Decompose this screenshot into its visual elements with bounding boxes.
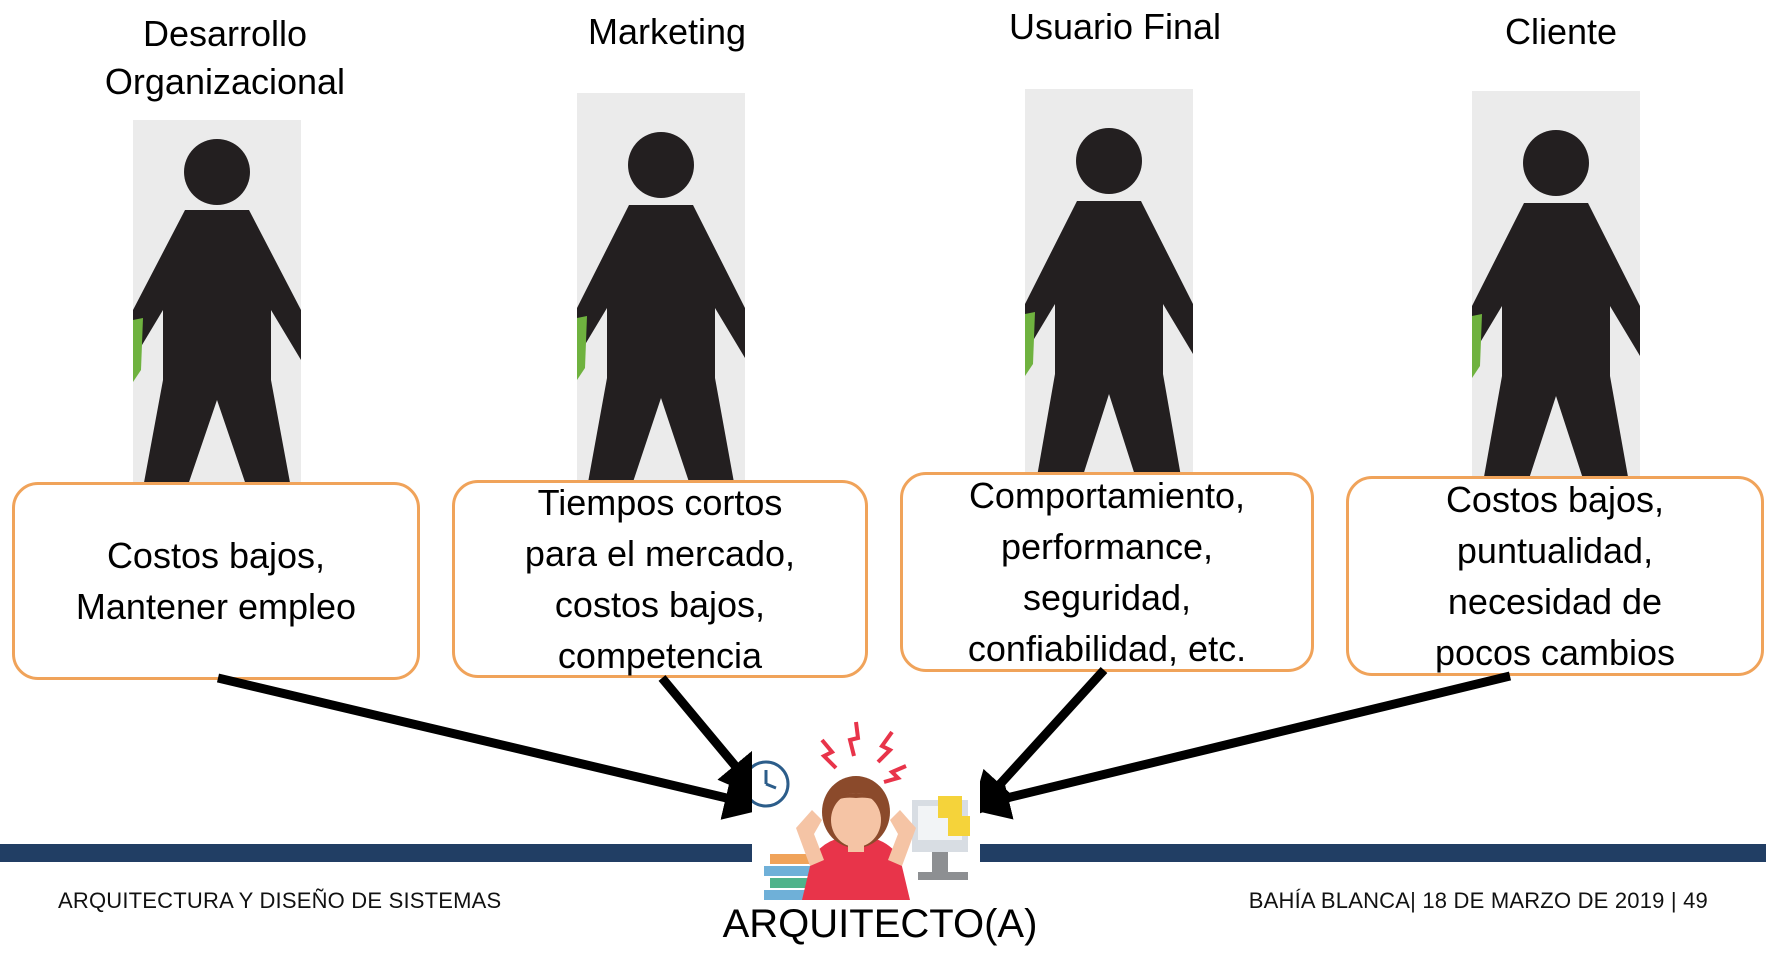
person-icon [1025,128,1193,488]
person-figure-2 [577,93,745,488]
footer-course-title: ARQUITECTURA Y DISEÑO DE SISTEMAS [58,888,502,913]
architect-label: ARQUITECTO(A) [722,902,1038,946]
role-title-desarrollo: Desarrollo Organizacional [104,13,346,102]
arrow-marketing [658,675,764,800]
arrow-cliente [964,671,1512,820]
person-figure-1 [133,120,301,488]
arrow-usuario-final [969,666,1108,818]
architect-illustration [742,716,980,904]
role-title-cliente: Cliente [1504,11,1618,52]
concern-box-usuario-final: Comportamiento, performance, seguridad, … [900,472,1314,672]
clock-icon [742,760,790,808]
role-title-usuario-final: Usuario Final [1008,6,1222,47]
arrow-desarrollo [216,673,770,820]
stressed-architect-icon [742,721,970,900]
person-figure-3 [1025,89,1193,488]
person-icon [133,139,301,488]
concern-box-desarrollo: Costos bajos, Mantener empleo [12,482,420,680]
person-figure-4 [1472,91,1640,488]
concern-box-cliente: Costos bajos, puntualidad, necesidad de … [1346,476,1764,676]
concern-box-marketing: Tiempos cortos para el mercado, costos b… [452,480,868,678]
person-icon [577,132,745,488]
footer-location-date: BAHÍA BLANCA| 18 DE MARZO DE 2019 | 49 [1248,888,1708,913]
role-title-marketing: Marketing [587,11,747,52]
person-icon [1472,130,1640,488]
